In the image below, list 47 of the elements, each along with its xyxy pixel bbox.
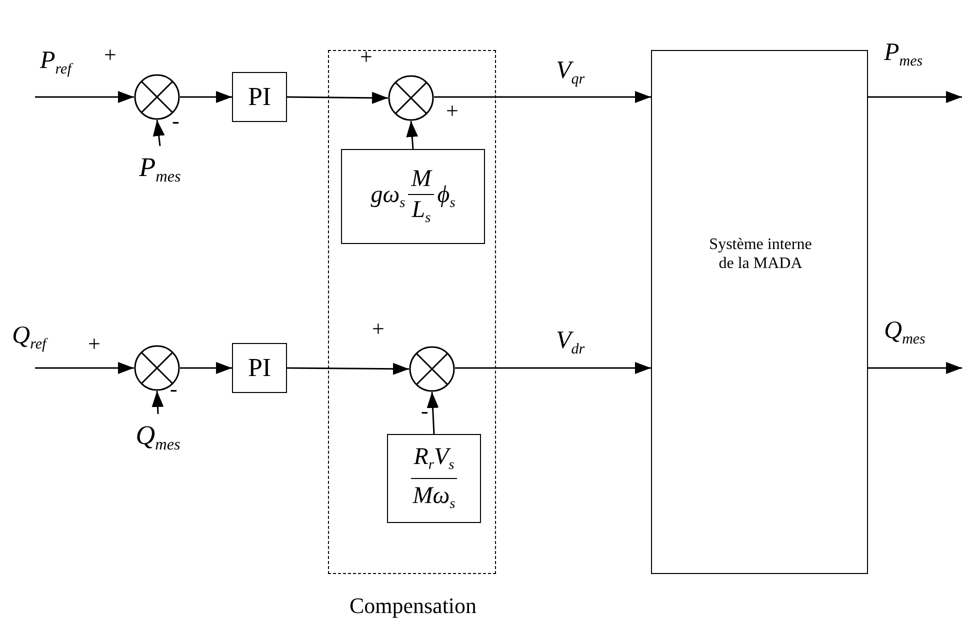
arrow — [287, 92, 388, 104]
arrow — [434, 91, 651, 103]
math-term: gω$_{s}$ — [370, 182, 406, 212]
arrow — [152, 120, 165, 146]
sign-label: + — [88, 333, 100, 355]
arrow — [152, 390, 164, 414]
signal-label: Q$_{mes}$ — [116, 414, 200, 462]
controller-box: PI — [232, 72, 287, 122]
sign-label: + — [446, 100, 458, 122]
signal-label: Q$_{mes}$ — [884, 318, 926, 348]
sign-label: + — [372, 318, 384, 340]
arrow — [287, 362, 409, 375]
transfer-box — [341, 149, 485, 244]
controller-box: PI — [232, 343, 287, 393]
signal-label: P$_{mes}$ — [118, 146, 202, 198]
arrow — [868, 91, 962, 103]
numerator: R$_{r}$V$_{s}$ — [410, 444, 458, 479]
arrow — [180, 362, 232, 374]
summing-junction — [134, 345, 180, 391]
signal-label: P$_{mes}$ — [884, 40, 923, 70]
arrow — [406, 120, 418, 150]
transfer-box — [387, 434, 481, 523]
signal-label: P$_{ref}$ — [40, 48, 72, 78]
summing-junction — [409, 346, 455, 392]
arrow — [426, 392, 439, 434]
signal-label: V$_{dr}$ — [556, 328, 585, 358]
arrow — [35, 91, 134, 103]
summing-junction — [388, 75, 434, 121]
arrow — [35, 362, 134, 374]
system-box — [651, 50, 868, 574]
sign-label: + — [360, 46, 372, 68]
sign-label: - — [421, 400, 428, 422]
sign-label: - — [172, 110, 180, 132]
math-term: ϕ$_{s}$ — [436, 182, 456, 212]
signal-label: Q$_{ref}$ — [12, 323, 46, 352]
sign-label: + — [104, 44, 116, 66]
group-title: Compensation — [348, 595, 478, 617]
numerator: M — [408, 166, 434, 196]
denominator: Mω$_{s}$ — [412, 482, 456, 513]
arrow — [868, 362, 962, 374]
sign-label: - — [170, 378, 178, 400]
arrow — [455, 362, 651, 374]
denominator: L$_{s}$ — [410, 196, 432, 228]
arrow — [180, 91, 232, 103]
signal-label: V$_{qr}$ — [556, 58, 585, 88]
system-label: Système interne de la MADA — [708, 235, 813, 274]
summing-junction — [134, 74, 180, 120]
